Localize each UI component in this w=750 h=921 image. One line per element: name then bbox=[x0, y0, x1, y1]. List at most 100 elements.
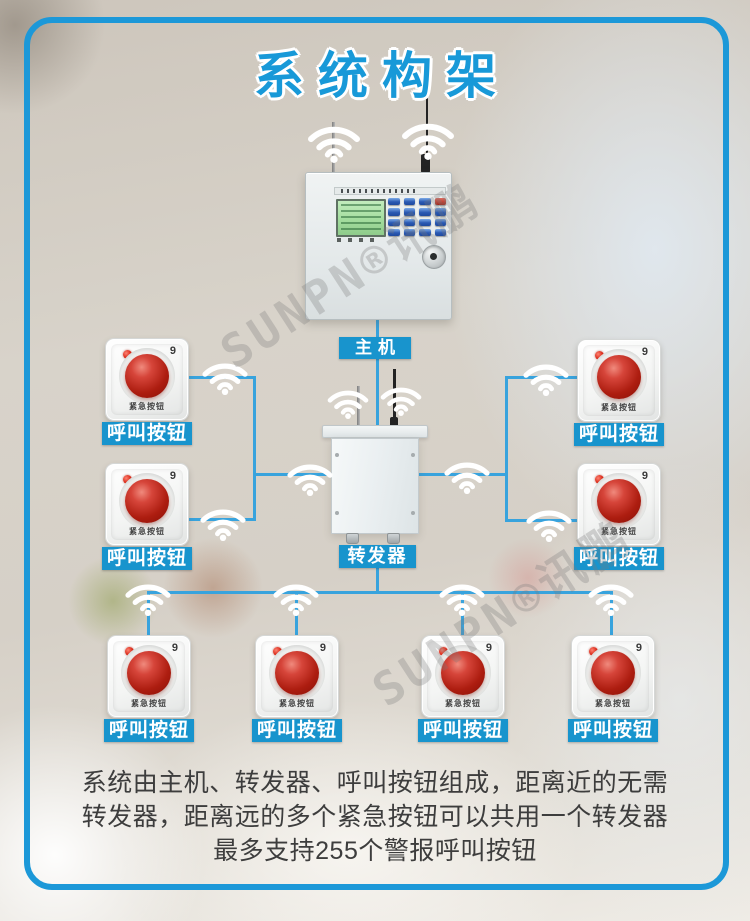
panel-face bbox=[583, 345, 655, 416]
connector-right-bottom bbox=[505, 519, 578, 522]
emergency-dome-button bbox=[597, 479, 641, 524]
panel-face bbox=[111, 344, 183, 415]
host-keypad bbox=[388, 198, 446, 236]
panel-face bbox=[261, 641, 333, 712]
panel-caption: 紧急按钮 bbox=[131, 699, 167, 708]
dome-bezel bbox=[119, 473, 175, 530]
antenna-mark: 9 bbox=[171, 642, 178, 654]
host-keypad-key bbox=[419, 228, 431, 236]
emergency-dome-button bbox=[275, 651, 319, 696]
call-button-unit: 9 紧急按钮 呼叫按钮 bbox=[102, 338, 192, 446]
call-button-unit: 9 紧急按钮 呼叫按钮 bbox=[102, 463, 192, 571]
call-button-label: 呼叫按钮 bbox=[102, 547, 192, 570]
emergency-button-panel: 9 紧急按钮 bbox=[255, 635, 339, 718]
panel-face bbox=[427, 641, 499, 712]
wifi-icon bbox=[379, 380, 423, 416]
host-keypad-key bbox=[419, 218, 431, 226]
connector-left-vertical bbox=[253, 376, 256, 521]
emergency-dome-button bbox=[125, 479, 169, 524]
repeater-top-flange bbox=[322, 425, 428, 438]
wifi-icon bbox=[272, 576, 320, 616]
repeater-cable-gland bbox=[387, 533, 400, 544]
emergency-button-panel: 9 紧急按钮 bbox=[577, 339, 661, 422]
screw-hole bbox=[335, 453, 339, 457]
panel-face bbox=[577, 641, 649, 712]
antenna-mark: 9 bbox=[485, 642, 492, 654]
wifi-icon bbox=[525, 502, 573, 542]
call-button-label: 呼叫按钮 bbox=[574, 423, 664, 446]
emergency-button-panel: 9 紧急按钮 bbox=[421, 635, 505, 718]
repeater-antenna-right-base bbox=[390, 417, 398, 429]
panel-caption: 紧急按钮 bbox=[129, 402, 165, 411]
wifi-icon bbox=[587, 576, 635, 616]
host-keyhole bbox=[422, 245, 446, 269]
panel-caption: 紧急按钮 bbox=[445, 699, 481, 708]
antenna-mark: 9 bbox=[169, 470, 176, 482]
connector-host-repeater bbox=[376, 318, 379, 428]
panel-caption: 紧急按钮 bbox=[601, 403, 637, 412]
wifi-icon bbox=[443, 454, 491, 494]
panel-face bbox=[583, 469, 655, 540]
frame-border bbox=[24, 17, 729, 890]
wifi-icon bbox=[286, 456, 334, 496]
panel-caption: 紧急按钮 bbox=[595, 699, 631, 708]
host-keypad-key-red bbox=[434, 198, 446, 206]
wifi-icon bbox=[400, 114, 456, 160]
call-button-label: 呼叫按钮 bbox=[574, 547, 664, 570]
wifi-icon bbox=[326, 383, 370, 419]
description-text: 系统由主机、转发器、呼叫按钮组成，距离近的无需 转发器，距离远的多个紧急按钮可以… bbox=[30, 766, 720, 868]
dome-bezel bbox=[269, 645, 325, 702]
wifi-icon bbox=[124, 576, 172, 616]
emergency-button-panel: 9 紧急按钮 bbox=[571, 635, 655, 718]
wifi-icon bbox=[199, 501, 247, 541]
wifi-icon bbox=[201, 355, 249, 395]
host-keypad-key bbox=[388, 208, 400, 216]
antenna-mark: 9 bbox=[319, 642, 326, 654]
call-button-unit: 9 紧急按钮 呼叫按钮 bbox=[568, 635, 658, 743]
host-indicator-labels bbox=[337, 238, 381, 242]
wifi-icon bbox=[438, 576, 486, 616]
panel-face bbox=[111, 469, 183, 540]
host-keypad-key bbox=[388, 228, 400, 236]
host-keypad-key bbox=[419, 208, 431, 216]
dome-bezel bbox=[119, 348, 175, 405]
dome-bezel bbox=[585, 645, 641, 702]
host-keypad-key bbox=[388, 198, 400, 206]
panel-caption: 紧急按钮 bbox=[601, 527, 637, 536]
call-button-label: 呼叫按钮 bbox=[568, 719, 658, 742]
connector-left-bottom bbox=[189, 518, 256, 521]
screw-hole bbox=[411, 511, 415, 515]
emergency-dome-button bbox=[441, 651, 485, 696]
call-button-label: 呼叫按钮 bbox=[104, 719, 194, 742]
emergency-dome-button bbox=[591, 651, 635, 696]
panel-caption: 紧急按钮 bbox=[279, 699, 315, 708]
host-title-strip bbox=[334, 187, 446, 195]
host-keypad-key bbox=[434, 218, 446, 226]
connector-right-vertical bbox=[505, 376, 508, 522]
wifi-icon bbox=[522, 356, 570, 396]
call-button-unit: 9 紧急按钮 呼叫按钮 bbox=[418, 635, 508, 743]
dome-bezel bbox=[591, 349, 647, 406]
antenna-mark: 9 bbox=[169, 345, 176, 357]
host-device bbox=[305, 172, 452, 320]
call-button-unit: 9 紧急按钮 呼叫按钮 bbox=[252, 635, 342, 743]
call-button-unit: 9 紧急按钮 呼叫按钮 bbox=[104, 635, 194, 743]
repeater-label: 转发器 bbox=[339, 545, 416, 568]
screw-hole bbox=[411, 453, 415, 457]
emergency-button-panel: 9 紧急按钮 bbox=[105, 463, 189, 546]
emergency-dome-button bbox=[597, 355, 641, 400]
dome-bezel bbox=[435, 645, 491, 702]
host-keypad-key bbox=[388, 218, 400, 226]
description-line: 最多支持255个警报呼叫按钮 bbox=[213, 837, 537, 865]
call-button-unit: 9 紧急按钮 呼叫按钮 bbox=[574, 339, 664, 447]
emergency-button-panel: 9 紧急按钮 bbox=[107, 635, 191, 718]
host-keypad-key bbox=[403, 218, 415, 226]
call-button-label: 呼叫按钮 bbox=[252, 719, 342, 742]
page-title: 系统构架 bbox=[254, 48, 510, 104]
antenna-mark: 9 bbox=[641, 470, 648, 482]
emergency-dome-button bbox=[127, 651, 171, 696]
connector-repeater-down bbox=[376, 566, 379, 593]
host-keypad-key bbox=[434, 228, 446, 236]
description-line: 转发器，距离远的多个紧急按钮可以共用一个转发器 bbox=[81, 803, 669, 831]
